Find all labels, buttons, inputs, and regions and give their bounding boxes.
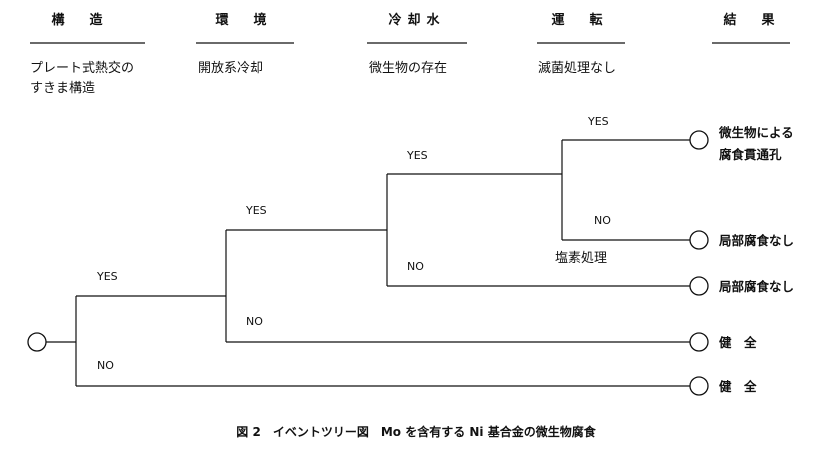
condition-environment: 開放系冷却	[198, 61, 263, 76]
figure-caption: 図 2 イベントツリー図 Mo を含有する Ni 基合金の微生物腐食	[236, 424, 596, 439]
outcome-2: 局部腐食なし	[719, 233, 794, 248]
branch-labels: YES NO YES NO YES NO YES NO 塩素処理	[96, 115, 611, 372]
condition-structure-line2: すきま構造	[30, 81, 95, 96]
header-environment: 環 境	[215, 12, 272, 28]
condition-operation: 滅菌処理なし	[538, 61, 616, 76]
condition-structure-line1: プレート式熱交の	[30, 60, 134, 76]
header-result: 結 果	[723, 12, 780, 28]
tree-lines	[46, 139, 690, 387]
branch-label-no: NO	[594, 214, 611, 227]
outcome-node	[689, 230, 709, 250]
branch-label-yes: YES	[96, 270, 118, 283]
root-node	[27, 332, 47, 352]
outcome-node	[689, 376, 709, 396]
branch-label-yes: YES	[587, 115, 609, 128]
outcome-node	[689, 130, 709, 150]
outcome-4: 健 全	[719, 335, 757, 350]
condition-cooling-water: 微生物の存在	[369, 61, 447, 76]
branch-label-no: NO	[407, 260, 424, 273]
branch-label-no: NO	[246, 315, 263, 328]
outcome-labels: 微生物による 腐食貫通孔 局部腐食なし 局部腐食なし 健 全 健 全	[718, 125, 794, 394]
condition-descriptions: プレート式熱交の すきま構造 開放系冷却 微生物の存在 滅菌処理なし	[30, 60, 616, 96]
outcome-node	[689, 276, 709, 296]
branch-label-yes: YES	[245, 204, 267, 217]
header-cooling-water: 冷却水	[388, 12, 445, 28]
outcome-3: 局部腐食なし	[719, 279, 794, 294]
tree-nodes	[27, 130, 709, 396]
branch-label-no: NO	[97, 359, 114, 372]
outcome-5: 健 全	[719, 379, 757, 394]
chlorine-treatment-label: 塩素処理	[555, 251, 607, 266]
outcome-node	[689, 332, 709, 352]
header-structure: 構 造	[51, 12, 108, 28]
outcome-1-line2: 腐食貫通孔	[719, 147, 782, 162]
outcome-1-line1: 微生物による	[718, 125, 794, 140]
header-operation: 運 転	[551, 12, 608, 28]
column-headers: 構 造 環 境 冷却水 運 転 結 果	[51, 12, 780, 28]
branch-label-yes: YES	[406, 149, 428, 162]
